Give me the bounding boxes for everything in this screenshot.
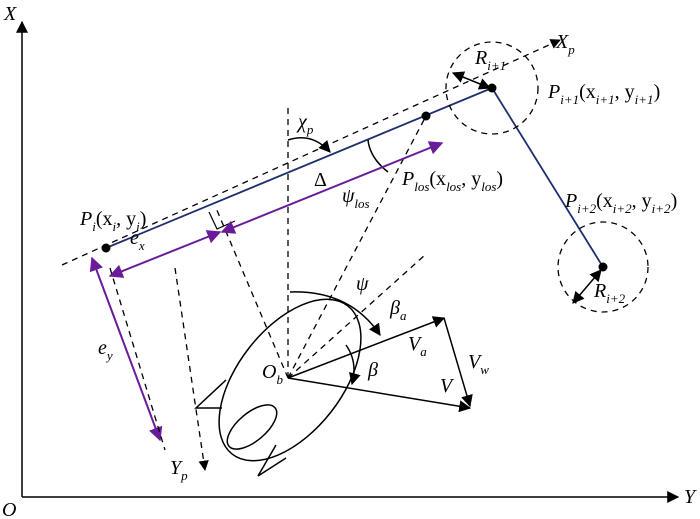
va-vector (287, 316, 446, 379)
label-va: Va (408, 333, 427, 359)
psi-arc (289, 291, 381, 336)
vw-vector (443, 317, 473, 408)
waypoint-pi2 (598, 262, 608, 272)
label-ex: ex (130, 227, 145, 253)
path-segment-i1 (491, 87, 604, 268)
delta-arrow (220, 141, 444, 234)
acceptance-circle-i1 (445, 41, 539, 135)
line-of-sight (287, 115, 427, 379)
projection-line (215, 207, 289, 379)
x-axis-label: X (3, 3, 17, 25)
acceptance-circle-i2 (557, 221, 649, 313)
y-axis-label: Y (684, 486, 697, 508)
radius-label-i2: Ri+2 (593, 280, 626, 306)
label-delta: Δ (314, 169, 327, 191)
yp-axis-line (174, 267, 209, 472)
yp-label: Yp (170, 457, 188, 483)
psi-los-arc (367, 139, 389, 173)
label-pi: Pi(xi, yi) (79, 208, 146, 234)
path-normal-line (109, 267, 166, 451)
label-ob: Ob (262, 361, 283, 387)
label-pi2: Pi+2(xi+2, yi+2) (564, 190, 677, 216)
waypoint-plos (421, 111, 431, 121)
radius-arrow-i1 (451, 71, 492, 90)
label-psi-los: ψlos (342, 185, 370, 211)
label-beta: β (367, 359, 378, 381)
label-psi: ψ (356, 273, 369, 295)
label-plos: Plos(xlos, ylos) (401, 168, 503, 194)
coordinate-axes (16, 20, 680, 503)
beta-arc (345, 344, 361, 386)
waypoint-pi (101, 243, 111, 253)
airship-body (194, 298, 362, 477)
label-ey: ey (98, 337, 113, 363)
ey-arrow (89, 256, 163, 442)
right-angle-marker (208, 211, 236, 230)
label-pi1: Pi+1(xi+1, yi+1) (547, 81, 660, 107)
radius-arrow-i2 (572, 269, 602, 304)
label-v: V (440, 375, 455, 397)
chi-p-arc (287, 137, 331, 153)
radius-label-i1: Ri+1 (474, 47, 506, 73)
label-beta-a: βa (389, 297, 407, 323)
xp-label: Xp (555, 31, 575, 57)
v-vector (287, 377, 472, 413)
origin-label: O (2, 499, 16, 519)
label-vw: Vw (468, 351, 489, 377)
label-chi-p: χp (296, 111, 314, 137)
